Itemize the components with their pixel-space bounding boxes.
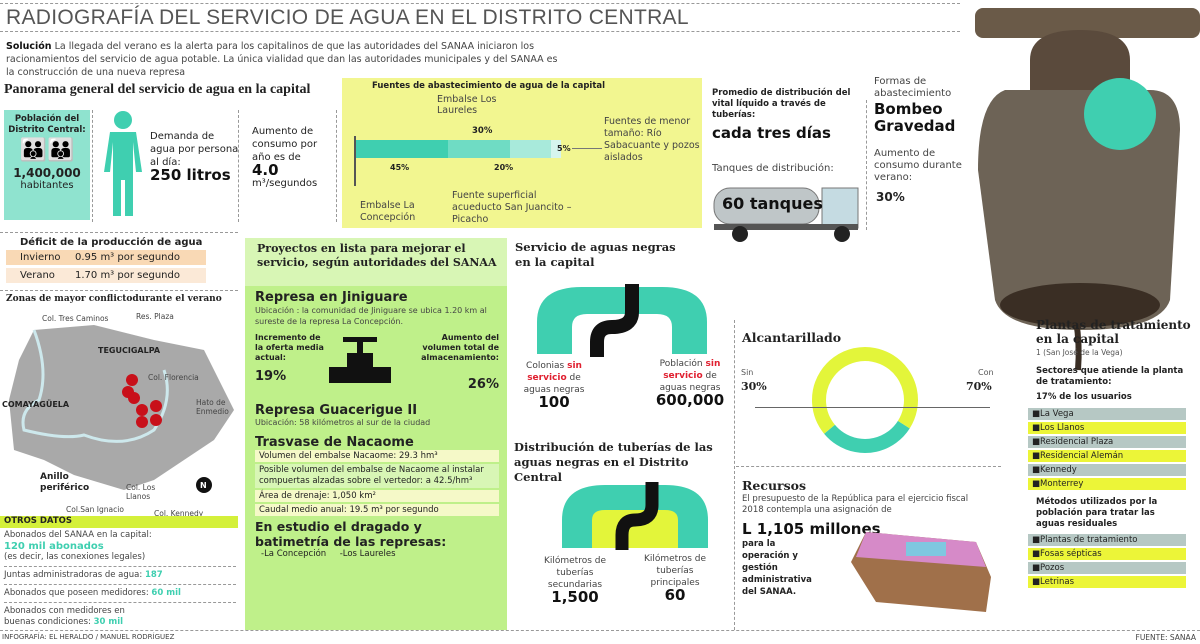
demand-stat: Demanda de agua por persona al día:250 l… [150,131,239,184]
people-icon: 👪👪 [19,138,75,163]
population-box: Población del Distrito Central: 👪👪 1,400… [4,110,90,220]
sectores-list: ■La Vega ■Los Llanos ■Residencial Plaza ■Re… [1028,408,1186,492]
money-stack-image [851,532,991,612]
nacaome-row: Volumen del embalse Nacaome: 29.3 hm³ [255,450,499,462]
alcantarillado-heading: Alcantarillado [742,330,842,345]
sewer-pipe-icon [537,284,707,357]
sources-panel: Fuentes de abastecimiento de agua de la … [342,78,702,228]
compass-icon [196,477,212,493]
sources-stacked-bar [356,140,561,158]
recursos-note: para la operación y gestión administrati… [742,539,812,597]
list-item: ■Fosas sépticas [1028,548,1186,560]
con-value: 70% [966,380,992,393]
nacaome-row: Área de drenaje: 1,050 km² [255,490,499,502]
map-label: Col. Tres Caminos [42,314,109,323]
map-label: TEGUCIGALPA [98,346,161,355]
map-label: Col.San Ignacio [66,505,124,514]
forms-label: Formas de abastecimiento [874,76,952,99]
panorama-heading: Panorama general del servicio de agua en… [4,82,311,97]
valve-icon [329,337,391,383]
map-label: Col. Los Llanos [126,483,156,501]
tuberias-heading: Distribución de tuberías de las aguas ne… [514,440,713,484]
tanks-value: 60 tanques [722,194,823,213]
infographic-title: RADIOGRAFÍA DEL SERVICIO DE AGUA EN EL D… [6,6,689,29]
tank-truck-icon [713,187,859,242]
district-map [9,325,234,493]
list-item: ■Kennedy [1028,464,1186,476]
list-item: ■Plantas de tratamiento [1028,534,1186,546]
person-icon [104,111,142,216]
distribution-value: cada tres días [712,124,831,142]
recursos-value: L 1,105 millones [742,520,881,538]
donut-slice-sin [812,347,918,453]
otros-list: Abonados del SANAA en la capital: 120 mi… [4,530,236,628]
proyectos-panel: Proyectos en lista para mejorar el servi… [245,238,507,630]
pipe-distribution-icon [562,482,708,550]
map-label: Hato de Enmedio [196,398,229,416]
nacaome-row: Posible volumen del embalse de Nacaome a… [255,464,499,488]
increase-label: Aumento de consumo durante verano: [874,148,962,183]
list-item: ■Residencial Alemán [1028,450,1186,462]
list-item: ■Residencial Plaza [1028,436,1186,448]
map-label: Anillo periférico [40,472,90,493]
north-label: N [200,481,207,490]
bar-segment [509,140,551,158]
list-item: ■Letrinas [1028,576,1186,588]
con-label: Con [978,368,994,377]
deficit-heading: Déficit de la producción de agua [20,237,203,248]
list-item: ■Monterrey [1028,478,1186,490]
plantas-heading: Plantas de tratamiento en la capital [1036,318,1191,346]
list-item: ■La Vega [1028,408,1186,420]
recursos-heading: Recursos [742,478,807,493]
map-heading: Zonas de mayor conflictodurante el veran… [6,294,222,304]
sectores-pct: 17% de los usuarios [1036,392,1132,402]
sin-label: Sin [741,368,754,377]
donut-slice-con [812,347,918,453]
otros-heading: OTROS DATOS [0,516,238,528]
metodos-heading: Métodos utilizados por la población para… [1036,497,1158,529]
negras-heading: Servicio de aguas negras en la capital [515,240,676,269]
map-label: Col. Florencia [148,373,199,382]
map-label: COMAYAGÜELA [2,400,70,409]
intro-text: Solución La llegada del verano es la ale… [6,41,558,78]
tanks-label: Tanques de distribución: [712,163,834,174]
metodos-list: ■Plantas de tratamiento ■Fosas sépticas ■P… [1028,534,1186,590]
sin-value: 30% [741,380,767,393]
bar-segment [448,140,510,158]
bar-segment [550,140,561,158]
bar-segment [356,140,449,158]
faucet-image [975,8,1200,371]
source: FUENTE: SANAA [1135,633,1197,642]
increase-value: 30% [876,190,905,204]
nacaome-row: Caudal medio anual: 19.5 m³ por segundo [255,504,499,516]
distribution-heading: Promedio de distribución del vital líqui… [712,88,851,120]
list-item: ■Pozos [1028,562,1186,574]
sectores-heading: Sectores que atiende la planta de tratam… [1036,366,1184,387]
list-item: ■Los Llanos [1028,422,1186,434]
recursos-text: El presupuesto de la República para el e… [742,494,969,515]
credit: INFOGRAFÍA: EL HERALDO / MANUEL RODRÍGUE… [2,633,175,641]
map-label: Res. Plaza [136,312,174,321]
map-label: Col. Kennedy [154,509,204,518]
plantas-sub: 1 (San José de la Vega) [1036,348,1123,357]
alcantarillado-donut [812,347,918,453]
